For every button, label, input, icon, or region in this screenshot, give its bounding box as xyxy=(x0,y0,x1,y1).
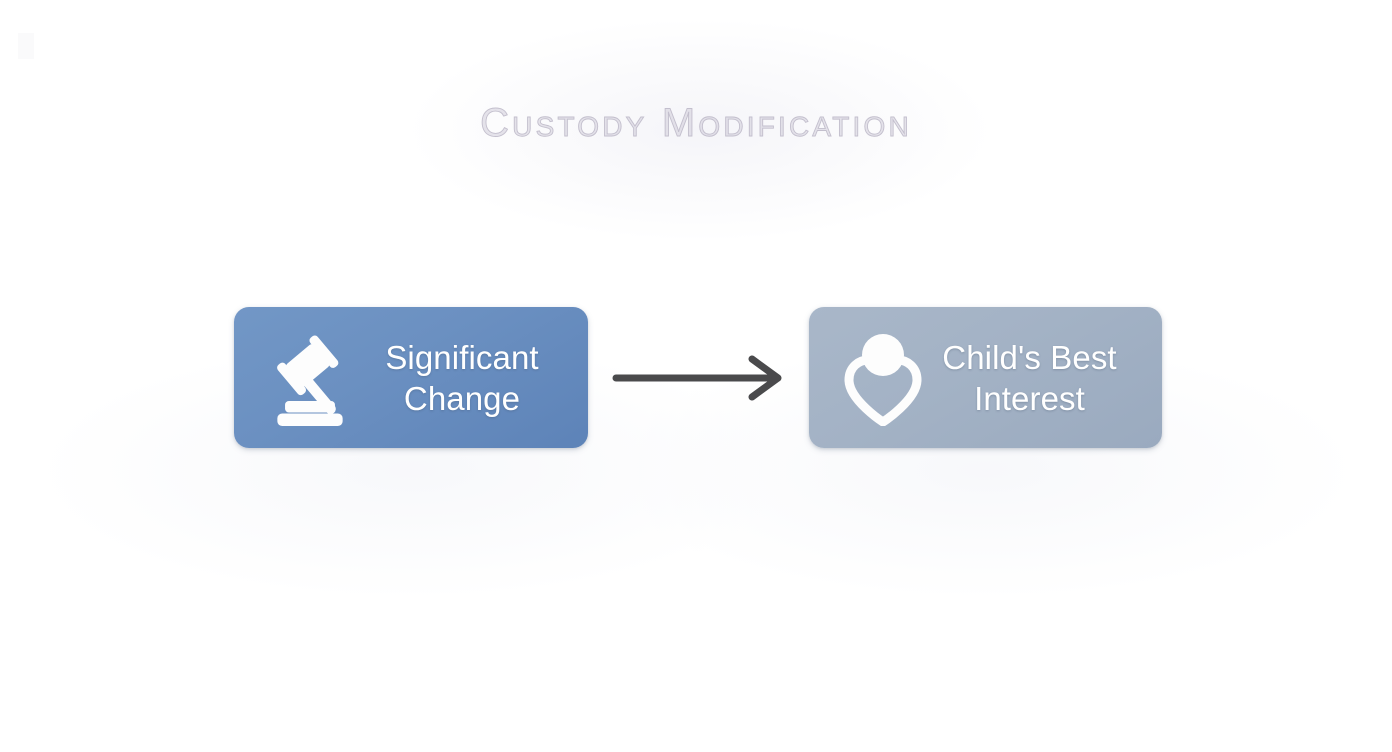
node-label-childs-best-interest: Child's Best Interest xyxy=(942,338,1117,417)
gavel-icon xyxy=(262,330,358,426)
page-title: Custody Modification xyxy=(480,101,912,146)
node-childs-best-interest[interactable]: Child's Best Interest xyxy=(809,307,1162,448)
flow-diagram: Significant Change Child's Best Interest xyxy=(0,307,1392,452)
node-significant-change[interactable]: Significant Change xyxy=(234,307,588,448)
background-artifact xyxy=(18,33,34,59)
node-label-significant-change: Significant Change xyxy=(385,338,539,417)
flow-arrow-icon xyxy=(612,353,788,403)
person-heart-icon xyxy=(843,330,923,426)
